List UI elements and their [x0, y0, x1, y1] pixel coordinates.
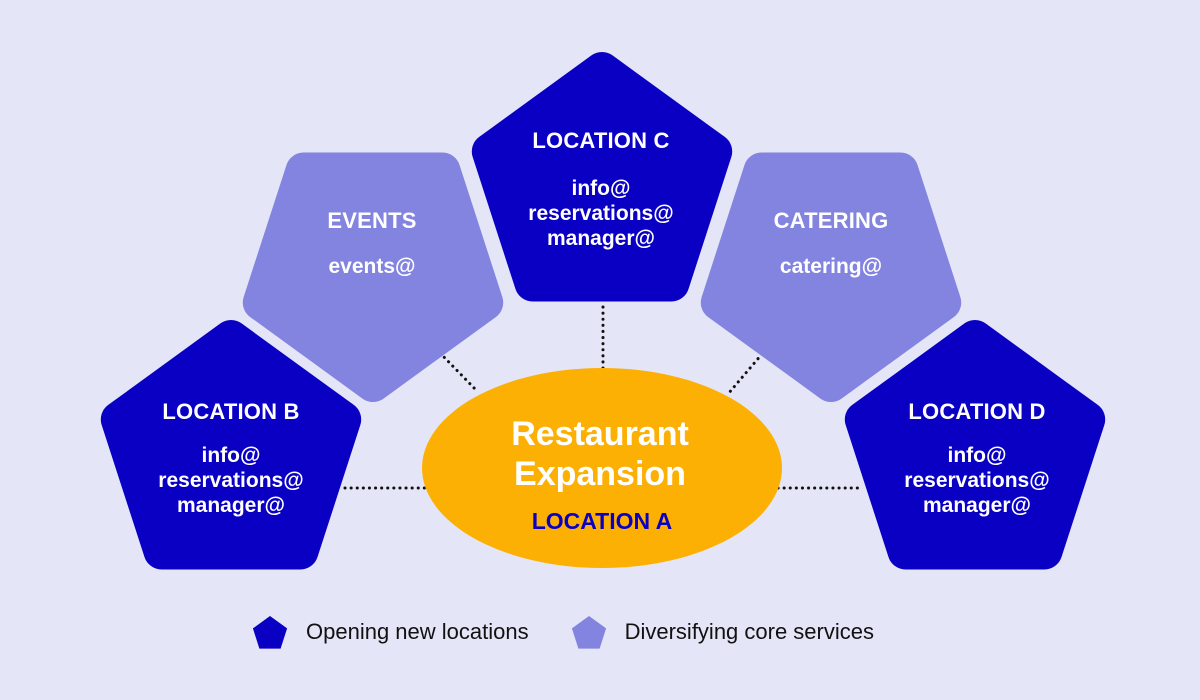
email-item: reservations@: [158, 469, 304, 492]
legend-label: Opening new locations: [306, 619, 529, 644]
node-location-d[interactable]: LOCATION D info@ reservations@ manager@: [904, 399, 1049, 518]
email-item: catering@: [779, 255, 883, 278]
node-events[interactable]: EVENTS events@: [327, 208, 416, 279]
node-emails: info@ reservations@ manager@: [158, 443, 303, 518]
center-node-shape[interactable]: [422, 368, 782, 568]
email-item: reservations@: [528, 202, 674, 225]
node-title: LOCATION D: [908, 399, 1046, 424]
node-location-d-shape[interactable]: [844, 320, 1106, 570]
legend-item-new-locations: Opening new locations: [250, 612, 529, 652]
email-item: info@: [947, 444, 1007, 467]
center-title-line: Expansion: [514, 455, 686, 493]
email-item: manager@: [176, 494, 286, 517]
node-title: LOCATION C: [532, 128, 670, 153]
node-emails: events@: [327, 254, 416, 279]
pentagon-icon: [571, 616, 606, 649]
email-item: reservations@: [904, 469, 1050, 492]
node-title: CATERING: [773, 208, 889, 233]
node-location-c[interactable]: LOCATION C info@ reservations@ manager@: [528, 128, 673, 251]
node-emails: catering@: [774, 254, 889, 279]
email-item: info@: [571, 177, 631, 200]
email-item: info@: [201, 444, 261, 467]
node-events-shape[interactable]: [242, 152, 504, 402]
email-item: events@: [328, 255, 416, 278]
node-catering-shape[interactable]: [700, 152, 962, 402]
node-location-b-shape[interactable]: [100, 320, 362, 570]
connector-catering: [726, 352, 764, 396]
email-item: manager@: [546, 227, 656, 250]
node-location-c-shape[interactable]: [471, 52, 733, 302]
node-title: EVENTS: [327, 208, 417, 233]
connectors: [343, 305, 864, 490]
center-title-line: Restaurant: [511, 415, 689, 453]
node-emails: info@ reservations@ manager@: [904, 443, 1049, 518]
legend: Opening new locations Diversifying core …: [250, 612, 914, 652]
connector-events: [438, 351, 480, 394]
center-node-title: Restaurant Expansion: [511, 414, 689, 494]
legend-label: Diversifying core services: [624, 619, 874, 644]
center-node-subtitle: LOCATION A: [531, 508, 673, 534]
node-emails: info@ reservations@ manager@: [528, 176, 673, 251]
pentagon-icon: [252, 616, 288, 649]
email-item: manager@: [922, 494, 1032, 517]
node-title: LOCATION B: [162, 399, 300, 424]
legend-item-core-services: Diversifying core services: [569, 612, 874, 652]
node-catering[interactable]: CATERING catering@: [774, 208, 889, 279]
node-location-b[interactable]: LOCATION B info@ reservations@ manager@: [158, 399, 303, 518]
